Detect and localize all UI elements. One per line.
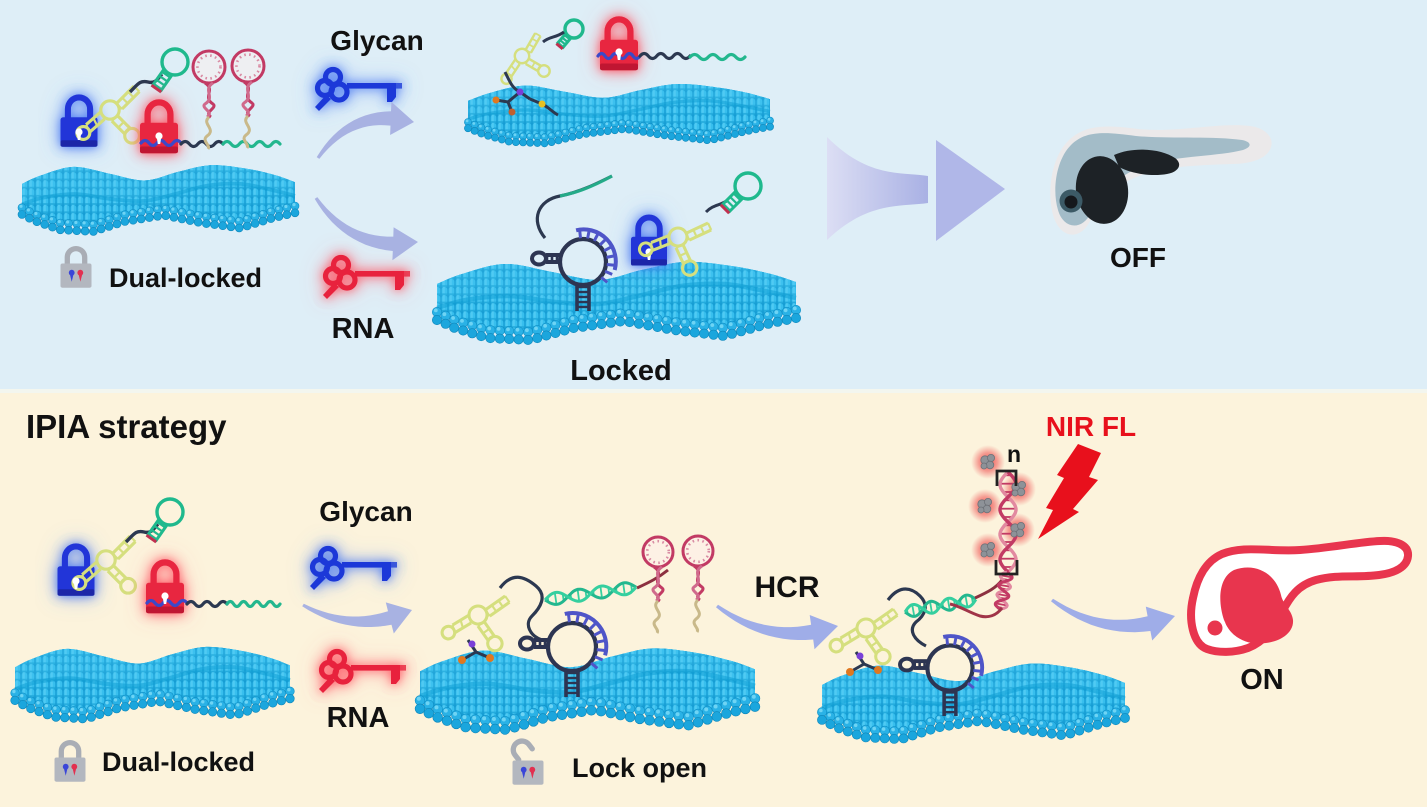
- svg-text:Dual-locked: Dual-locked: [109, 263, 262, 293]
- svg-text:HCR: HCR: [755, 571, 820, 604]
- svg-text:Dual-locked: Dual-locked: [102, 747, 255, 777]
- svg-text:Lock open: Lock open: [572, 753, 707, 783]
- svg-text:Glycan: Glycan: [330, 25, 423, 56]
- svg-text:n: n: [1007, 441, 1021, 467]
- svg-text:IPIA strategy: IPIA strategy: [26, 408, 227, 445]
- svg-text:NIR FL: NIR FL: [1046, 411, 1136, 442]
- svg-text:RNA: RNA: [327, 702, 390, 734]
- svg-text:OFF: OFF: [1110, 242, 1166, 273]
- svg-text:RNA: RNA: [332, 313, 395, 345]
- svg-text:Glycan: Glycan: [319, 496, 412, 527]
- svg-text:Locked: Locked: [570, 355, 672, 387]
- svg-text:ON: ON: [1240, 664, 1284, 696]
